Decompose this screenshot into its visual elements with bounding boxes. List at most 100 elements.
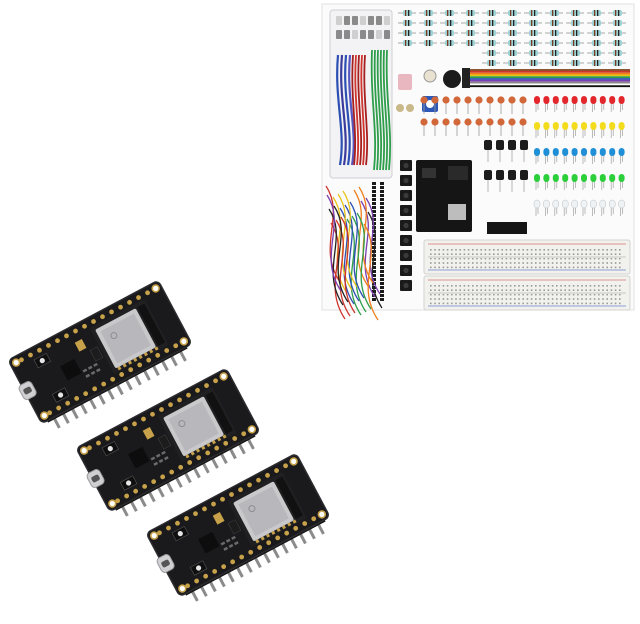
breadboard-hole	[518, 285, 520, 287]
resistor	[445, 10, 454, 16]
breadboard-hole	[572, 302, 575, 305]
resistor-band	[471, 40, 473, 46]
breadboard-hole	[593, 257, 596, 260]
resistor	[571, 50, 580, 56]
resistor	[571, 10, 580, 16]
regulator	[89, 346, 104, 362]
breadboard-hole	[459, 289, 461, 291]
transistor	[496, 140, 504, 150]
breadboard-hole	[438, 293, 440, 296]
esp32-board-group	[9, 281, 329, 602]
breadboard-hole	[535, 266, 537, 269]
resistor-band	[429, 30, 431, 36]
smd-led	[212, 512, 225, 525]
breadboard-hole	[501, 249, 503, 251]
button-cap	[403, 192, 409, 199]
breadboard-hole	[446, 298, 449, 300]
breadboard-hole	[602, 266, 604, 269]
gpio-pad	[146, 357, 152, 363]
resistor-band	[426, 30, 428, 36]
resistor-band	[510, 10, 512, 16]
gpio-pad	[109, 309, 114, 315]
breadboard-hole	[514, 262, 516, 264]
breadboard-hole	[446, 302, 449, 305]
breadboard-hole	[434, 298, 436, 300]
gpio-pad	[275, 535, 281, 541]
breadboard-hole	[480, 266, 482, 269]
gpio-pad	[302, 521, 308, 526]
ceramic-capacitor	[431, 96, 439, 104]
breadboard-hole	[585, 289, 587, 291]
mounting-hole	[178, 584, 187, 593]
resistor-band	[429, 20, 431, 26]
breadboard-hole	[598, 289, 600, 291]
breadboard-hole	[585, 298, 587, 300]
led	[599, 174, 606, 182]
breadboard-hole	[467, 293, 470, 296]
pin-header	[380, 278, 384, 281]
breadboard-hole	[602, 257, 604, 260]
gpio-pad	[119, 372, 125, 377]
mounting-hole	[79, 446, 89, 455]
pin-header	[380, 246, 384, 249]
gpio-pad	[100, 314, 105, 320]
breadboard-hole	[535, 249, 537, 251]
wire-strand	[370, 49, 377, 171]
breadboard-hole	[568, 253, 571, 255]
breadboard-hole	[543, 266, 545, 269]
breadboard-hole	[467, 302, 470, 305]
breadboard-hole	[551, 293, 554, 296]
ceramic-capacitor	[464, 96, 472, 104]
pin-header	[380, 254, 384, 257]
breadboard-hole	[451, 285, 453, 287]
small-part	[384, 30, 390, 39]
breadboard-hole	[577, 253, 579, 255]
gpio-pad	[28, 352, 33, 358]
gpio-pad	[283, 463, 288, 469]
resistor-band	[513, 60, 515, 66]
breadboard-hole	[593, 249, 596, 251]
breadboard-hole	[484, 262, 487, 264]
led	[609, 148, 616, 156]
mounting-hole	[149, 531, 159, 540]
antenna-area	[137, 303, 166, 347]
resistor	[403, 10, 412, 16]
wire-strand	[348, 54, 355, 166]
breadboard-hole	[442, 257, 445, 260]
wire-strand	[336, 54, 343, 166]
breadboard-hole	[434, 266, 436, 269]
breadboard-hole	[581, 257, 583, 260]
breadboard-hole	[430, 302, 432, 305]
breadboard-hole	[602, 253, 604, 255]
breadboard-hole	[526, 285, 529, 287]
resistor-band	[429, 40, 431, 46]
small-part	[360, 16, 366, 25]
breadboard-hole	[581, 302, 583, 305]
gpio-pad	[96, 440, 101, 446]
jumper-wire	[356, 212, 372, 310]
ceramic-capacitor	[464, 118, 472, 126]
gpio-pad	[101, 381, 107, 387]
breadboard-hole	[539, 289, 541, 291]
breadboard-hole	[614, 298, 617, 300]
led	[599, 122, 606, 130]
smd-component	[228, 543, 234, 549]
breadboard-hole	[606, 249, 608, 251]
breadboard-hole	[455, 285, 457, 287]
led	[618, 122, 625, 130]
resistor-band	[531, 20, 533, 26]
shield-face	[168, 401, 219, 452]
gpio-pad	[114, 431, 119, 436]
ceramic-capacitor	[508, 118, 516, 126]
module-pad	[255, 539, 260, 544]
ceramic-capacitor	[486, 118, 494, 126]
pin-header	[380, 230, 384, 233]
module-pad	[206, 442, 211, 448]
breadboard-hole	[589, 293, 592, 296]
mounting-hole	[179, 337, 189, 346]
breadboard-hole	[526, 293, 529, 296]
gpio-pad	[92, 386, 98, 392]
led	[618, 199, 625, 209]
resistor-band	[450, 20, 452, 26]
led	[534, 174, 540, 182]
